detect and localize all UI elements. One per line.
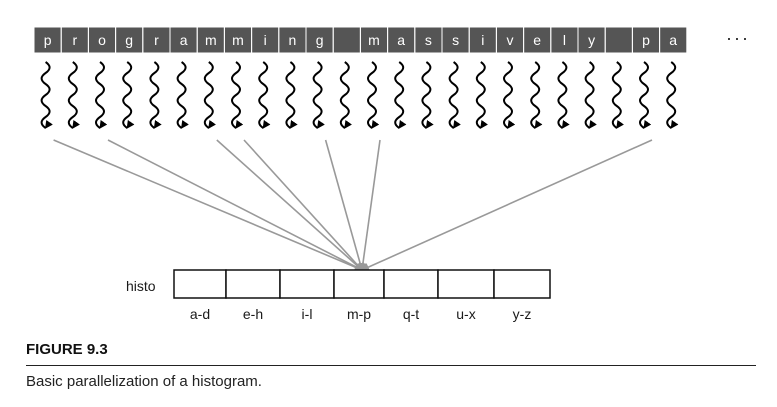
input-cell-char: v <box>507 32 514 48</box>
input-cell-char: m <box>205 32 217 48</box>
input-cell-char: a <box>669 32 677 48</box>
update-arrow <box>53 139 363 271</box>
thread-arrow <box>530 61 543 129</box>
update-arrow <box>107 139 363 271</box>
thread-arrow <box>258 61 271 129</box>
figure-divider <box>26 365 756 366</box>
thread-arrow <box>339 61 353 129</box>
histogram-bin-label: u-x <box>456 306 475 322</box>
input-cell-char: e <box>533 32 541 48</box>
histogram-bin-label: e-h <box>243 306 263 322</box>
histogram-bin <box>173 269 227 299</box>
thread-arrow <box>203 61 217 129</box>
thread-arrow <box>149 61 162 129</box>
update-arrows-group <box>53 139 653 271</box>
input-cell-char: r <box>154 32 159 48</box>
input-cell-char: m <box>368 32 380 48</box>
update-arrow <box>243 139 363 271</box>
input-cell-char: g <box>125 32 133 48</box>
thread-arrow <box>67 61 81 129</box>
histogram-bin <box>225 269 281 299</box>
input-cell-char: s <box>425 32 432 48</box>
histogram-bin-label: q-t <box>403 306 419 322</box>
thread-arrow <box>611 61 625 129</box>
input-cell-char: p <box>642 32 650 48</box>
histogram-bin <box>333 269 385 299</box>
thread-arrow <box>367 61 380 129</box>
input-cell-char: i <box>264 32 267 48</box>
thread-arrow <box>40 61 53 129</box>
input-cell-char: y <box>588 32 595 48</box>
histogram-bin <box>383 269 439 299</box>
input-cell-char: o <box>98 32 106 48</box>
update-arrow <box>361 139 653 271</box>
thread-arrow <box>639 61 652 129</box>
input-cell-char: a <box>397 32 405 48</box>
input-cell-char: m <box>232 32 244 48</box>
input-cell-char: r <box>72 32 77 48</box>
histogram-label: histo <box>126 278 156 294</box>
input-cell-char: l <box>563 32 566 48</box>
thread-arrow <box>503 61 516 129</box>
histogram-bin <box>493 269 551 299</box>
thread-arrow <box>95 61 108 129</box>
thread-arrow <box>666 61 679 129</box>
histogram-bins: a-d e-h i-l m-p q-t u-x y-z <box>173 269 551 322</box>
thread-arrow <box>285 61 298 129</box>
thread-arrow <box>394 61 407 129</box>
thread-arrow <box>231 61 244 129</box>
thread-arrow <box>584 61 597 129</box>
histogram-bin <box>279 269 335 299</box>
input-cell <box>659 26 688 54</box>
input-cell-char: n <box>289 32 297 48</box>
figure-label: FIGURE 9.3 <box>26 341 108 358</box>
thread-arrow <box>122 61 135 129</box>
thread-arrow <box>421 61 434 129</box>
input-cell-char: a <box>180 32 188 48</box>
histogram-bin-label: y-z <box>513 306 532 322</box>
histogram-bin-label: a-d <box>190 306 210 322</box>
thread-arrow <box>557 61 570 129</box>
histogram-bin <box>437 269 495 299</box>
update-arrow <box>324 139 364 271</box>
input-cell-char: g <box>316 32 324 48</box>
input-cell-char: s <box>452 32 459 48</box>
input-cell-char: p <box>44 32 52 48</box>
update-arrow <box>216 139 363 271</box>
thread-arrow <box>475 61 489 129</box>
update-arrow <box>358 139 381 271</box>
thread-arrow <box>176 61 189 129</box>
histogram-bin-label: i-l <box>302 306 313 322</box>
thread-arrow <box>448 61 461 129</box>
histogram-bin-label: m-p <box>347 306 371 322</box>
input-cell-char: i <box>481 32 484 48</box>
thread-arrow <box>312 61 325 129</box>
figure-caption: Basic parallelization of a histogram. <box>26 373 262 390</box>
threads-group <box>40 61 679 129</box>
input-continuation-ellipsis: ··· <box>726 28 750 48</box>
